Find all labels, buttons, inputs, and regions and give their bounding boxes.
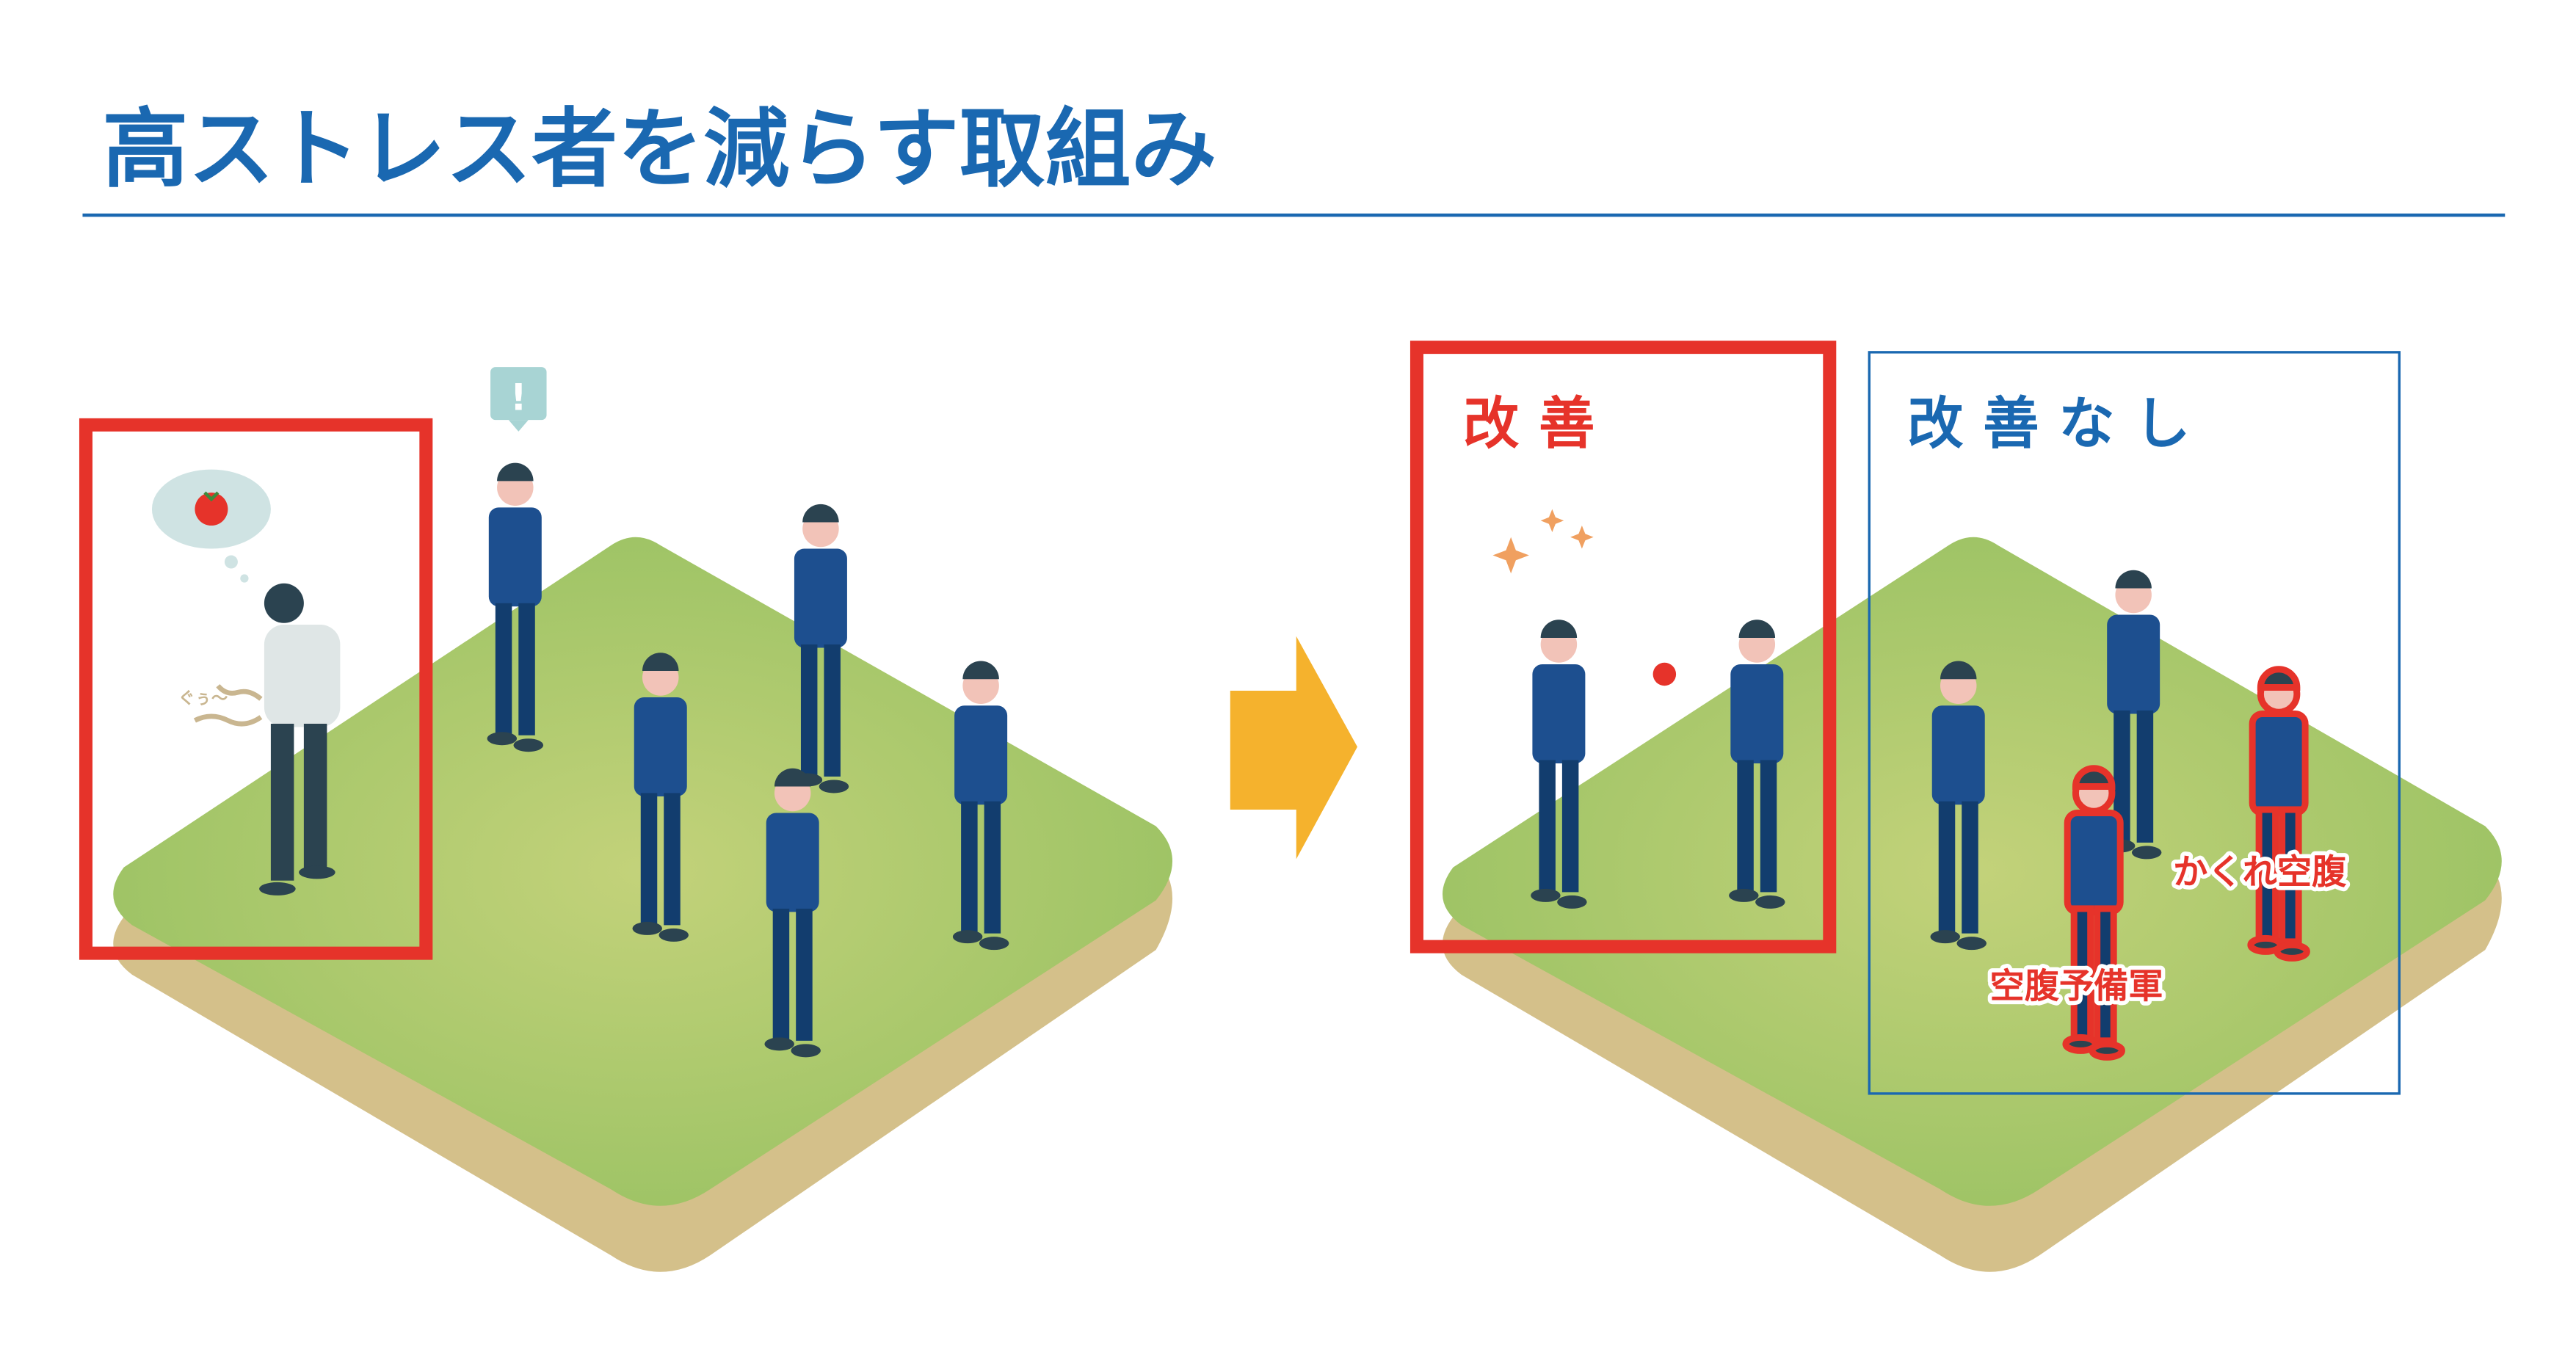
exclamation-bubble: ! (490, 367, 547, 432)
tomato-icon (1652, 662, 1677, 686)
improved-box (1409, 341, 1837, 953)
stomach-growl: ぐぅ～ (178, 683, 263, 727)
hunger-reserve-person (2066, 769, 2122, 1058)
not-improved-box (1868, 351, 2401, 1095)
hidden-hunger-label: かくれ空腹 (2173, 852, 2347, 893)
page-title: 高ストレス者を減らす取組み (102, 99, 1216, 200)
arrow-right-icon (1230, 636, 1357, 860)
hunger-reserve-label: 空腹予備軍 (1989, 966, 2163, 1006)
sparkle-icons (1492, 509, 1594, 574)
thought-bubble (151, 469, 271, 583)
hungry-person (259, 583, 341, 896)
stomach-sound-text: ぐぅ～ (178, 689, 228, 708)
improved-label: 改 善 (1463, 392, 1595, 457)
not-improved-label: 改 善 な し (1907, 392, 2191, 457)
left-highlight-box (79, 418, 433, 960)
tomato-icon (195, 493, 228, 526)
svg-text:!: ! (510, 377, 527, 419)
hidden-hunger-person (2251, 669, 2307, 959)
